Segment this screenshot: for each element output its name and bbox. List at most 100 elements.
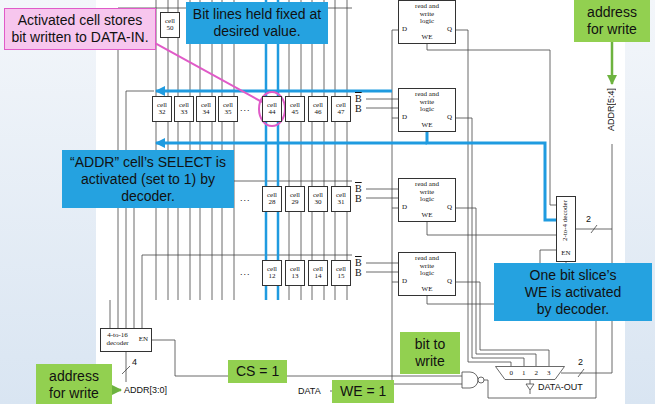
ellipsis: ... bbox=[240, 267, 251, 277]
memory-cell: cell 31 bbox=[331, 186, 351, 212]
input-number: 2 bbox=[535, 369, 539, 377]
input-number: 1 bbox=[522, 369, 526, 377]
memory-cell: cell 33 bbox=[174, 96, 194, 122]
callout-box: address for write bbox=[574, 0, 650, 42]
signal-name: B bbox=[355, 268, 362, 278]
decoder-label: EN bbox=[561, 250, 570, 258]
signal-name: B bbox=[355, 104, 362, 114]
memory-cell: cell 46 bbox=[308, 96, 328, 122]
ellipsis: ... bbox=[240, 103, 251, 113]
leader-arrow bbox=[611, 42, 614, 84]
cell-label: cell 33 bbox=[176, 102, 192, 117]
memory-cell: cell 45 bbox=[285, 96, 305, 122]
logic-label: Q bbox=[447, 204, 452, 212]
highlight-circle bbox=[259, 92, 285, 126]
cell-label: cell 47 bbox=[333, 102, 349, 117]
connector bbox=[156, 44, 262, 102]
memory-cell: cell 13 bbox=[285, 260, 305, 286]
buffer-symbol bbox=[526, 384, 534, 390]
callout-box: bit to write bbox=[400, 332, 460, 374]
callout-text: “ADDR” cell’s SELECT is activated (set t… bbox=[70, 154, 226, 204]
low-address-wire bbox=[122, 352, 130, 382]
callout-text: WE = 1 bbox=[340, 383, 386, 399]
cell-label: cell 44 bbox=[264, 102, 280, 117]
active-bit-lines bbox=[266, 0, 278, 300]
memory-cell: cell 47 bbox=[331, 96, 351, 122]
cell-label: cell 46 bbox=[310, 102, 326, 117]
ellipsis: ... bbox=[240, 193, 251, 203]
cell-label: cell 13 bbox=[287, 266, 303, 281]
logic-label: read and write logic bbox=[412, 255, 442, 278]
memory-cell: cell 29 bbox=[285, 186, 305, 212]
mux-outline bbox=[496, 367, 565, 380]
signal-name: B bbox=[355, 258, 362, 268]
logic-label: WE bbox=[422, 286, 433, 294]
logic-label: read and write logic bbox=[412, 91, 442, 114]
decoder-label: 2-to-4 decoder bbox=[562, 200, 570, 241]
signal-name: DATA-OUT bbox=[538, 382, 583, 392]
cell-label: cell 12 bbox=[264, 266, 280, 281]
cell-label: cell 34 bbox=[198, 102, 214, 117]
logic-label: D bbox=[402, 278, 407, 286]
callout-box: address for write bbox=[36, 364, 112, 404]
logic-label: D bbox=[402, 26, 407, 34]
memory-cell: cell 14 bbox=[308, 260, 328, 286]
bus-width: 2 bbox=[578, 357, 583, 367]
cell-label: cell 30 bbox=[310, 192, 326, 207]
memory-cell: cell 28 bbox=[262, 186, 282, 212]
logic-label: Q bbox=[447, 278, 452, 286]
callout-box: Activated cell stores bit written to DAT… bbox=[4, 8, 156, 50]
memory-cell: cell 35 bbox=[218, 96, 238, 122]
logic-label: D bbox=[402, 114, 407, 122]
bit-line-pairs bbox=[366, 99, 398, 272]
callout-text: Activated cell stores bit written to DAT… bbox=[11, 12, 148, 45]
signal-name: B bbox=[355, 184, 362, 194]
signal-name: DATA bbox=[298, 386, 321, 396]
read-write-logic: read and write logicDQWE bbox=[398, 0, 456, 44]
logic-label: WE bbox=[422, 34, 433, 42]
memory-cell: cell 12 bbox=[262, 260, 282, 286]
inverter-bubble bbox=[478, 377, 484, 383]
decoder-box: 4-to-16 decoderEN bbox=[100, 328, 152, 352]
logic-label: WE bbox=[422, 212, 433, 220]
callout-box: “ADDR” cell’s SELECT is activated (set t… bbox=[62, 150, 234, 208]
logic-label: read and write logic bbox=[412, 3, 442, 26]
logic-label: WE bbox=[422, 122, 433, 130]
signal-name: B bbox=[355, 94, 362, 104]
cell-label: cell 15 bbox=[333, 266, 349, 281]
mux-shape bbox=[495, 366, 565, 380]
memory-cell: cell 50 bbox=[160, 12, 180, 38]
input-number: 3 bbox=[547, 369, 551, 377]
callout-text: address for write bbox=[587, 4, 637, 37]
leader-arrows bbox=[112, 42, 612, 390]
cell-label: cell 45 bbox=[287, 102, 303, 117]
callout-text: address for write bbox=[49, 368, 99, 401]
callout-box: CS = 1 bbox=[228, 360, 287, 383]
callout-box: Bit lines held fixed at desired value. bbox=[186, 2, 328, 44]
cell-label: cell 32 bbox=[154, 102, 170, 117]
memory-cell: cell 15 bbox=[331, 260, 351, 286]
callout-text: One bit slice’s WE is activated by decod… bbox=[525, 267, 621, 317]
decoder-label: EN bbox=[139, 336, 148, 344]
signal-name: ADDR[5:4] bbox=[606, 88, 616, 131]
callout-text: Bit lines held fixed at desired value. bbox=[193, 6, 321, 39]
logic-label: read and write logic bbox=[412, 181, 442, 204]
memory-cell: cell 44 bbox=[262, 96, 282, 122]
cell-label: cell 50 bbox=[162, 18, 178, 33]
memory-cell: cell 30 bbox=[308, 186, 328, 212]
memory-cell: cell 32 bbox=[152, 96, 172, 122]
cell-label: cell 14 bbox=[310, 266, 326, 281]
signal-name: B bbox=[355, 194, 362, 204]
cell-label: cell 28 bbox=[264, 192, 280, 207]
cell-label: cell 35 bbox=[220, 102, 236, 117]
callout-text: bit to write bbox=[415, 336, 445, 369]
leader-arrow bbox=[112, 389, 121, 392]
callout-box: One bit slice’s WE is activated by decod… bbox=[494, 263, 652, 321]
and-gate-symbol bbox=[462, 372, 478, 388]
decoder-box: 2-to-4 decoderEN bbox=[556, 196, 576, 262]
read-write-logic: read and write logicDQWE bbox=[398, 88, 456, 132]
logic-label: D bbox=[402, 204, 407, 212]
cell-label: cell 31 bbox=[333, 192, 349, 207]
